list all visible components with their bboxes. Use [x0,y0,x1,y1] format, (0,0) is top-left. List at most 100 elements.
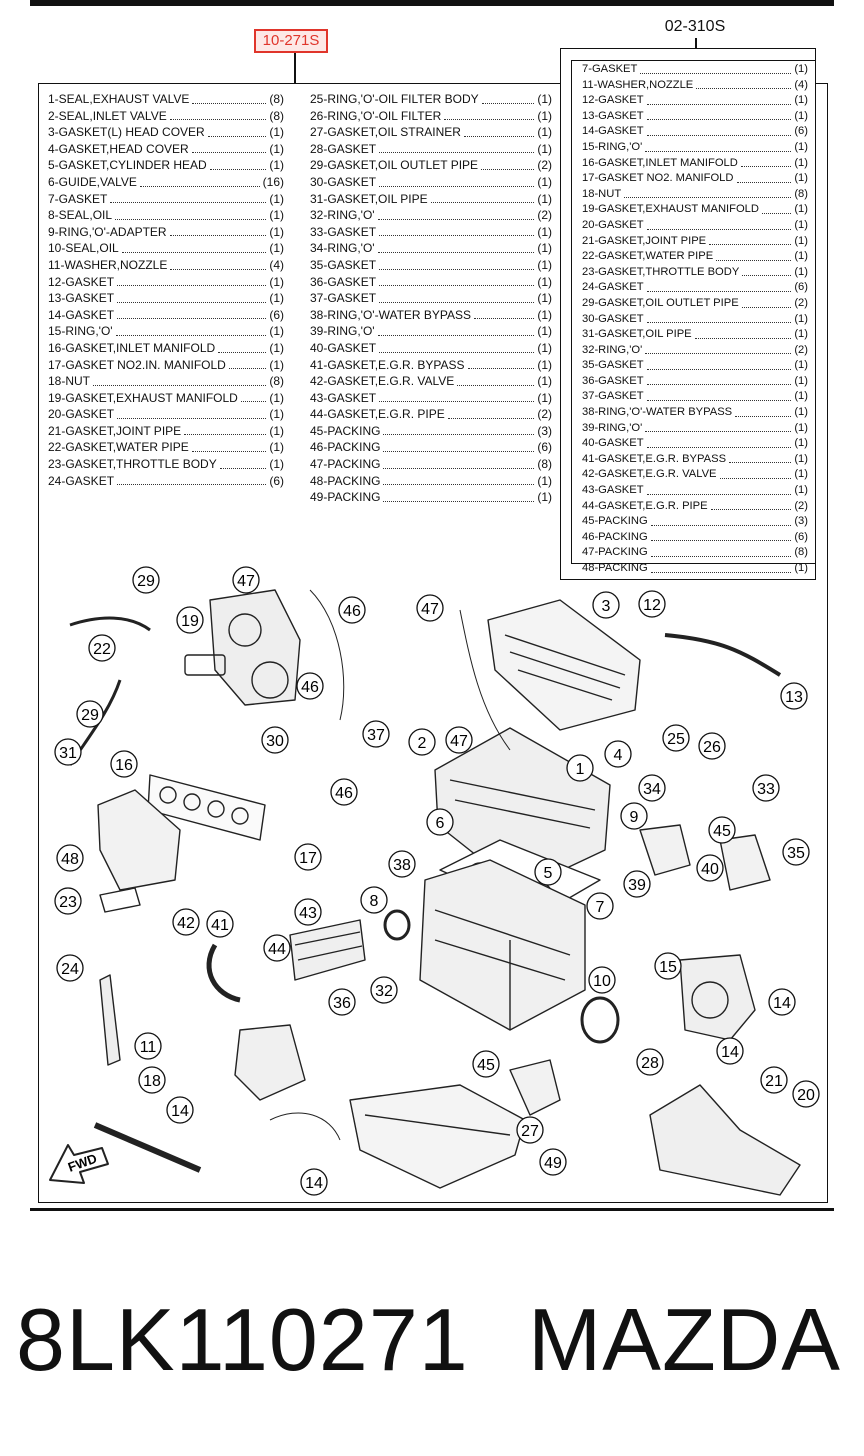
callout-bubble[interactable]: 1 [566,754,594,782]
bottom-rule [30,1208,834,1211]
callout-number: 25 [667,731,685,748]
callout-bubble[interactable]: 9 [620,802,648,830]
callout-bubble[interactable]: 24 [56,954,84,982]
callout-bubble[interactable]: 8 [360,886,388,914]
part-name: 10-SEAL,OIL [48,241,119,256]
part-row: 43-GASKET(1) [310,390,552,407]
callout-bubble[interactable]: 17 [294,843,322,871]
callout-bubble[interactable]: 48 [56,844,84,872]
part-qty: (1) [269,390,284,405]
callout-bubble[interactable]: 5 [534,858,562,886]
callout-number: 13 [785,689,803,706]
callout-bubble[interactable]: 37 [362,720,390,748]
part-qty: (2) [537,158,552,173]
callout-number: 19 [181,613,199,630]
part-name: 36-GASKET [582,374,644,387]
callout-number: 47 [450,733,468,750]
callout-bubble[interactable]: 27 [516,1116,544,1144]
callout-bubble[interactable]: 46 [296,672,324,700]
leader-dots [447,406,535,419]
callout-bubble[interactable]: 42 [172,908,200,936]
callout-bubble[interactable]: 19 [176,606,204,634]
callout-number: 17 [299,850,317,867]
callout-bubble[interactable]: 35 [782,838,810,866]
leader-dots [379,390,535,403]
callout-circle [768,988,796,1016]
callout-bubble[interactable]: 22 [88,634,116,662]
part-qty: (1) [794,406,808,419]
callout-bubble[interactable]: 30 [261,726,289,754]
part-name: 47-PACKING [310,457,381,472]
part-row: 16-GASKET,INLET MANIFOLD(1) [582,156,808,172]
callout-bubble[interactable]: 14 [166,1096,194,1124]
callout-bubble[interactable]: 10 [588,966,616,994]
callout-number: 7 [596,899,605,916]
callout-bubble[interactable]: 20 [792,1080,820,1108]
callout-bubble[interactable]: 34 [638,774,666,802]
callout-bubble[interactable]: 36 [328,988,356,1016]
callout-number: 31 [59,745,77,762]
callout-number: 11 [140,1039,157,1056]
callout-bubble[interactable]: 11 [134,1032,162,1060]
part-name: 37-GASKET [582,390,644,403]
callout-bubble[interactable]: 14 [768,988,796,1016]
callout-bubble[interactable]: 43 [294,898,322,926]
callout-bubble[interactable]: 39 [623,870,651,898]
callout-bubble[interactable]: 26 [698,732,726,760]
part-row: 18-NUT(8) [48,373,284,390]
callout-bubble[interactable]: 13 [780,682,808,710]
callout-bubble[interactable]: 47 [232,566,260,594]
part-qty: (1) [794,250,808,263]
callout-bubble[interactable]: 21 [760,1066,788,1094]
callout-bubble[interactable]: 16 [110,750,138,778]
leader-dots [646,483,792,495]
callout-bubble[interactable]: 2 [408,728,436,756]
callout-bubble[interactable]: 45 [472,1050,500,1078]
callout-bubble[interactable]: 49 [539,1148,567,1176]
part-row: 12-GASKET(1) [48,274,284,291]
part-row: 7-GASKET(1) [48,191,284,208]
callout-bubble[interactable]: 12 [638,590,666,618]
leader-dots [646,436,792,448]
callout-bubble[interactable]: 25 [662,724,690,752]
callout-bubble[interactable]: 29 [132,566,160,594]
part-row: 16-GASKET,INLET MANIFOLD(1) [48,340,284,357]
leader-dots [115,323,267,336]
callout-bubble[interactable]: 31 [54,738,82,766]
callout-bubble[interactable]: 4 [604,740,632,768]
part-row: 46-PACKING(6) [582,530,808,546]
part-name: 9-RING,'O'-ADAPTER [48,224,167,239]
callout-bubble[interactable]: 6 [426,808,454,836]
callout-bubble[interactable]: 14 [716,1037,744,1065]
callout-bubble[interactable]: 7 [586,892,614,920]
part-qty: (1) [794,109,808,122]
leader-dots [650,561,792,573]
callout-bubble[interactable]: 14 [300,1168,328,1196]
leader-dots [650,530,792,542]
callout-bubble[interactable]: 23 [54,887,82,915]
callout-bubble[interactable]: 28 [636,1048,664,1076]
ref-code-highlight[interactable]: 10-271S [254,29,328,53]
part-qty: (1) [794,172,808,185]
callout-bubble[interactable]: 15 [654,952,682,980]
callout-circle [620,802,648,830]
callout-bubble[interactable]: 3 [592,591,620,619]
part-name: 29-GASKET,OIL OUTLET PIPE [310,158,479,173]
callout-bubble[interactable]: 33 [752,774,780,802]
part-row: 35-GASKET(1) [310,257,552,274]
callout-bubble[interactable]: 32 [370,976,398,1004]
callout-bubble[interactable]: 45 [708,816,736,844]
callout-circle [586,892,614,920]
leader-dots [191,439,267,453]
callout-bubble[interactable]: 44 [263,934,291,962]
callout-bubble[interactable]: 29 [76,700,104,728]
callout-bubble[interactable]: 40 [696,854,724,882]
callout-bubble[interactable]: 41 [206,910,234,938]
callout-bubble[interactable]: 18 [138,1066,166,1094]
callout-bubble[interactable]: 47 [416,594,444,622]
callout-bubble[interactable]: 47 [445,726,473,754]
part-qty: (1) [537,125,552,140]
callout-bubble[interactable]: 46 [338,596,366,624]
callout-bubble[interactable]: 38 [388,850,416,878]
callout-bubble[interactable]: 46 [330,778,358,806]
